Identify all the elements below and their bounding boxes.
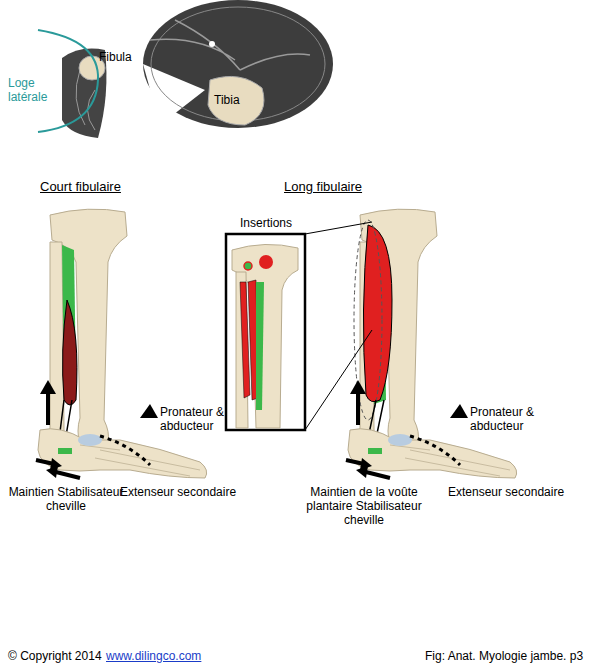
leg-section [143, 0, 333, 128]
insertion-inset [226, 222, 372, 430]
leg-long [346, 209, 517, 478]
action-label: Pronateur & abducteur [470, 405, 550, 433]
tibia-bone [208, 76, 264, 125]
bone-label: Fibula [99, 50, 132, 64]
compartment-bracket [38, 30, 98, 132]
bone-label: Tibia [214, 93, 240, 107]
figure-reference: Fig: Anat. Myologie jambe. p3 [425, 649, 583, 663]
action-label: Maintien Stabilisateur cheville [2, 485, 130, 513]
action-label: Extenseur secondaire [120, 485, 236, 499]
action-label: Maintien de la voûte plantaire Stabilisa… [300, 485, 428, 527]
compartment-label: Loge latérale [8, 76, 63, 104]
inset-heading: Insertions [240, 216, 292, 230]
action-label: Pronateur & abducteur [160, 405, 240, 433]
action-label: Extenseur secondaire [448, 485, 564, 499]
website-link: www.dilingco.com [106, 649, 201, 663]
section-heading: Long fibulaire [284, 180, 362, 194]
section-heading: Court fibulaire [40, 180, 121, 194]
leg-court [36, 209, 207, 478]
copyright: © Copyright 2014 [8, 649, 102, 663]
